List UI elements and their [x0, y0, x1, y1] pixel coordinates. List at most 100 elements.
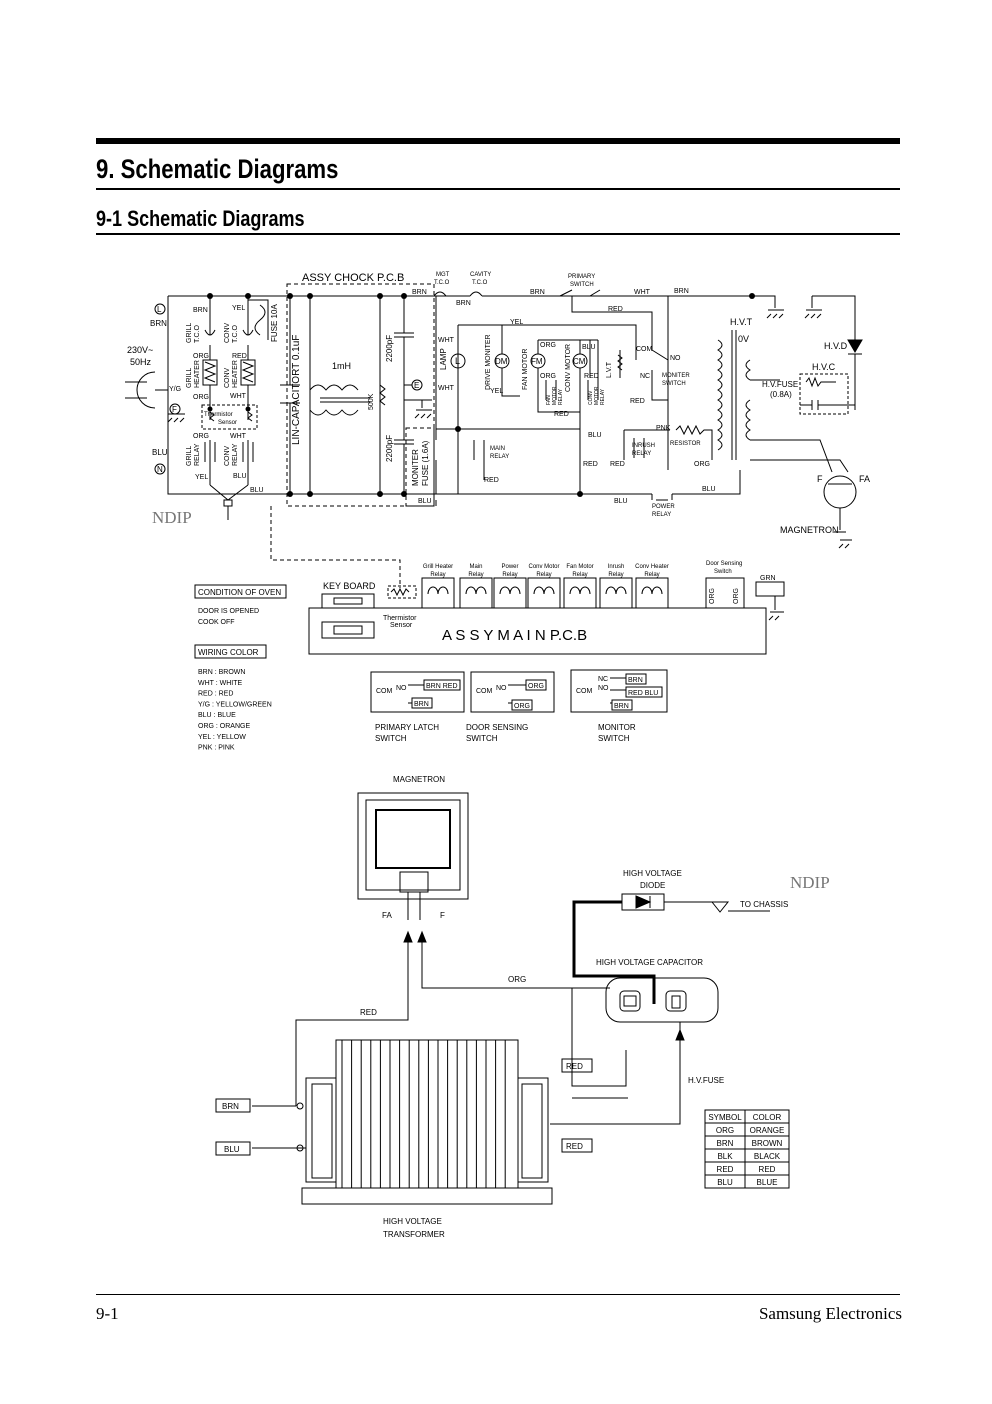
- transformer-label-1: HIGH VOLTAGE: [383, 1217, 442, 1226]
- table-cell-color: BROWN: [752, 1139, 783, 1148]
- ms-no: NO: [670, 355, 681, 362]
- svg-text:Switch: Switch: [714, 569, 732, 575]
- fuse-10a: FUSE 10A: [270, 304, 279, 342]
- fan-motor: [530, 353, 546, 369]
- svg-text:T.C.O: T.C.O: [434, 280, 450, 286]
- page-number: 9-1: [96, 1304, 119, 1323]
- condition-title: CONDITION OF OVEN: [198, 588, 281, 597]
- wire-yg: Y/G: [169, 386, 181, 393]
- ndip-watermark-1: NDIP: [152, 508, 192, 527]
- svg-text:T.C.O: T.C.O: [232, 325, 239, 343]
- svg-text:FUSE (1.6A): FUSE (1.6A): [421, 440, 430, 486]
- hv-fuse: H.V.FUSE: [762, 380, 798, 389]
- keyboard-label: KEY BOARD: [323, 581, 376, 591]
- wire-org-2: ORG: [193, 394, 209, 401]
- table-cell-color: BLUE: [757, 1178, 778, 1187]
- pcb-relay-label: Main: [469, 564, 482, 570]
- top-rule: [96, 138, 900, 144]
- inductor-1mh: 1mH: [332, 361, 351, 371]
- magnetron-label: MAGNETRON: [780, 525, 839, 535]
- supply-frequency: 50Hz: [130, 357, 152, 367]
- wire-wht-lamp: WHT: [438, 337, 455, 344]
- wire-red-1: RED: [232, 353, 247, 360]
- wire-red-cm: RED: [584, 373, 599, 380]
- pcb-relay-label: Conv Heater: [635, 564, 669, 570]
- pcb-relay-connector: [599, 577, 633, 609]
- wire-wht-top: WHT: [634, 289, 651, 296]
- dss-com-wire: ORG: [514, 703, 530, 710]
- resistor-label: RESISTOR: [670, 441, 701, 447]
- svg-text:T.C.O: T.C.O: [194, 325, 201, 343]
- layout-blu: BLU: [224, 1145, 240, 1154]
- svg-text:MOTOR: MOTOR: [594, 386, 600, 405]
- monitor-switch: MONITER: [662, 373, 690, 379]
- pcb-relay-connector: [563, 577, 597, 609]
- primary-latch-title-1: PRIMARY LATCH: [375, 723, 439, 732]
- table-cell-symbol: ORG: [716, 1126, 734, 1135]
- terminal-l: [154, 303, 166, 315]
- title-rule: [96, 188, 900, 190]
- door-sensing-title-1: DOOR SENSING: [466, 723, 528, 732]
- ms-nc: NC: [640, 373, 650, 380]
- table-cell-color: COLOR: [753, 1113, 782, 1122]
- layout-org: ORG: [508, 975, 526, 984]
- fan-motor-relay: FAN: [546, 395, 552, 405]
- layout-brn: BRN: [222, 1102, 239, 1111]
- ms2-com-wire: BRN: [614, 703, 629, 710]
- main-pcb-section: A S S Y M A I N P.C.B KEY BOARD Thermist…: [270, 506, 785, 655]
- wire-org-fm2: ORG: [540, 373, 556, 380]
- wire-brn-top2: BRN: [530, 289, 545, 296]
- pcb-relay-connector: [421, 577, 455, 609]
- assy-main-label: A S S Y M A I N P.C.B: [442, 627, 587, 644]
- hv-transformer: [335, 1039, 519, 1189]
- monitor-fuse: MONITER: [411, 449, 420, 486]
- lamp: [450, 353, 466, 369]
- wiring-color-line: BLU : BLUE: [198, 712, 236, 719]
- hv-diode-label-2: DIODE: [640, 881, 665, 890]
- svg-text:E: E: [414, 381, 419, 390]
- magnetron-title: MAGNETRON: [393, 775, 445, 784]
- wiring-color-line: PNK : PINK: [198, 745, 235, 752]
- wire-yel-2: YEL: [195, 474, 208, 481]
- keyboard-connector: [321, 593, 375, 609]
- switch-diagrams: COM NO BRN RED BRN PRIMARY LATCH SWITCH …: [370, 669, 668, 743]
- wire-blu-pr: BLU: [614, 498, 628, 505]
- drive-monitor-motor: [494, 353, 510, 369]
- wire-grn: GRN: [760, 575, 776, 582]
- ms2-nc-wire: BRN: [628, 677, 643, 684]
- resistor-500k: 500K: [368, 393, 375, 410]
- fan-motor-label: FAN MOTOR: [522, 349, 529, 390]
- wire-yel-dm: YEL: [490, 388, 503, 395]
- svg-text:HEATER: HEATER: [232, 360, 239, 388]
- pcb-relay-sublabel: Relay: [430, 572, 445, 578]
- drive-monitor: DRIVE MONITER: [485, 334, 492, 390]
- mgt-tco: MGT: [436, 272, 450, 278]
- svg-text:T.C.O: T.C.O: [472, 280, 488, 286]
- pcb-relay-row: Grill HeaterRelayMainRelayPowerRelayConv…: [421, 564, 669, 609]
- pcb-thermistor: Thermistor: [383, 615, 417, 622]
- pcb-relay-sublabel: Relay: [468, 572, 483, 578]
- svg-text:RELAY: RELAY: [652, 512, 671, 518]
- pcb-relay-sublabel: Relay: [572, 572, 587, 578]
- hvd-label: H.V.D: [824, 341, 848, 351]
- wire-wht-lamp2: WHT: [438, 385, 455, 392]
- footer-rule: [96, 1294, 900, 1295]
- inrush-relay: INRUSH: [632, 443, 655, 449]
- ms2-no-wires: RED BLU: [628, 690, 658, 697]
- monitor-switch-title-1: MONITOR: [598, 723, 636, 732]
- door-org-2: ORG: [733, 588, 740, 604]
- svg-text:RELAY: RELAY: [490, 454, 509, 460]
- ms-com: COM: [636, 346, 653, 353]
- pcb-relay-label: Conv Motor: [528, 564, 559, 570]
- layout-hv-fuse: H.V.FUSE: [688, 1076, 724, 1085]
- svg-text:HEATER: HEATER: [194, 360, 201, 388]
- primary-latch-title-2: SWITCH: [375, 734, 407, 743]
- svg-text:N: N: [157, 465, 163, 474]
- conv-tco: CONV: [224, 322, 231, 343]
- ms2-nc: NC: [598, 676, 608, 683]
- wire-org-ir: ORG: [694, 461, 710, 468]
- svg-text:DM: DM: [495, 357, 508, 366]
- conv-motor-label: CONV MOTOR: [565, 344, 572, 392]
- wire-brn-chock: BRN: [412, 289, 427, 296]
